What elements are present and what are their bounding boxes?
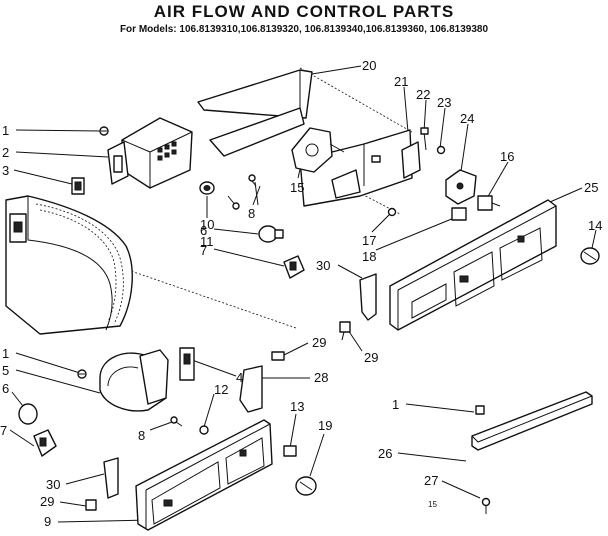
screw-8-lower — [170, 416, 183, 427]
callout-17: 17 — [362, 233, 376, 248]
switch-24 — [445, 169, 477, 205]
screw-27 — [481, 497, 491, 514]
callout-2: 2 — [2, 145, 9, 160]
spacer-13 — [283, 445, 297, 457]
callout-7-lower: 7 — [0, 423, 7, 438]
callout-27: 27 — [424, 473, 438, 488]
damper-bracket-2 — [107, 141, 129, 185]
screw-1-lower — [77, 369, 87, 379]
callout-24: 24 — [460, 111, 474, 126]
bracket-28 — [239, 365, 263, 413]
callout-25: 25 — [584, 180, 598, 195]
screw-11 — [227, 195, 240, 210]
clip-29-lower — [85, 499, 97, 511]
callout-8-upper: 8 — [248, 206, 255, 221]
callout-28: 28 — [314, 370, 328, 385]
bracket-30-upper — [359, 273, 377, 321]
damper-control-assembly-lower — [99, 349, 169, 412]
damper-control-assembly — [121, 117, 193, 189]
clip-29-upper — [339, 321, 351, 341]
callout-1-trim: 1 — [392, 397, 399, 412]
callout-8-lower: 8 — [138, 428, 145, 443]
air-duct — [5, 195, 133, 335]
callout-5: 5 — [2, 363, 9, 378]
screw-23 — [436, 145, 446, 155]
socket-7-lower — [33, 429, 57, 457]
callout-22: 22 — [416, 87, 430, 102]
clip-29-mid — [271, 351, 285, 361]
leader-lines — [9, 65, 597, 523]
callout-30-upper: 30 — [316, 258, 330, 273]
bulb-6-upper — [258, 225, 284, 243]
callout-12: 12 — [214, 382, 228, 397]
socket-7-upper — [283, 255, 305, 279]
model-list: For Models: 106.8139310,106.8139320, 106… — [119, 24, 489, 35]
callout-29-a: 29 — [312, 335, 326, 350]
bracket-30-lower — [103, 457, 119, 499]
callout-1-lower: 1 — [2, 346, 9, 361]
screw-1-upper — [99, 126, 109, 136]
switch-18 — [451, 207, 467, 221]
callout-14: 14 — [588, 218, 602, 233]
sensor-bracket — [401, 141, 421, 179]
callout-18: 18 — [362, 249, 376, 264]
callout-26: 26 — [378, 446, 392, 461]
callout-10: 10 — [200, 217, 214, 232]
callout-19: 19 — [318, 418, 332, 433]
callout-9: 9 — [44, 514, 51, 529]
air-baffle-20 — [197, 69, 313, 157]
screw-17 — [387, 207, 397, 217]
control-housing-21 — [299, 129, 413, 207]
callout-15: 15 — [290, 180, 304, 195]
callout-1: 1 — [2, 123, 9, 138]
callout-20: 20 — [362, 58, 376, 73]
callout-21: 21 — [394, 74, 408, 89]
bulb-6-lower — [18, 403, 38, 425]
callout-29-c: 29 — [40, 494, 54, 509]
callout-7-upper: 7 — [200, 243, 207, 258]
knob-14 — [580, 247, 600, 265]
callout-4: 4 — [236, 370, 243, 385]
callout-29-b: 29 — [364, 350, 378, 365]
diagram-title: AIR FLOW AND CONTROL PARTS — [153, 2, 455, 21]
screw-1-trim — [475, 405, 485, 415]
callout-13: 13 — [290, 399, 304, 414]
knob-19 — [295, 476, 317, 496]
trim-strip-26 — [471, 391, 593, 451]
washer-12 — [199, 425, 209, 435]
callout-23: 23 — [437, 95, 451, 110]
callout-16: 16 — [500, 149, 514, 164]
bushing-10 — [199, 181, 215, 195]
thermostat-15 — [291, 127, 345, 173]
control-panel-25 — [389, 199, 557, 331]
screw-22 — [420, 127, 429, 151]
callout-labels: 1 2 3 20 21 22 23 24 16 25 14 10 11 15 8… — [0, 58, 602, 529]
screw-8-upper — [248, 174, 257, 187]
callout-3: 3 — [2, 163, 9, 178]
callout-30-lower: 30 — [46, 477, 60, 492]
control-panel-9 — [135, 419, 273, 531]
damper-bracket-4 — [179, 347, 195, 381]
callout-6-lower: 6 — [2, 381, 9, 396]
switch-16 — [477, 195, 501, 211]
callout-6-upper: 6 — [200, 223, 207, 238]
page-code: 15 — [428, 500, 437, 509]
clip-3 — [71, 177, 85, 195]
callout-11: 11 — [200, 234, 214, 249]
